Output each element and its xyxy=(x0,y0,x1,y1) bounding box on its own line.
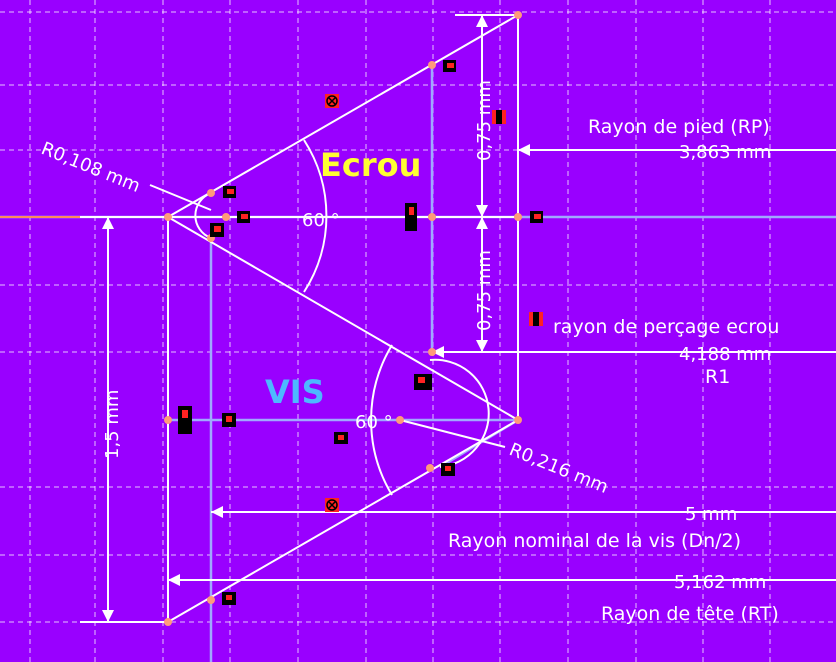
nominal-value[interactable]: 5 mm xyxy=(685,504,737,525)
ecrou-label: Ecrou xyxy=(320,146,421,184)
constraint-markers[interactable] xyxy=(178,60,543,605)
sketch-points[interactable] xyxy=(164,11,522,626)
constraint-marker-icon[interactable] xyxy=(210,223,224,237)
r1-value[interactable]: 4,188 mm xyxy=(679,344,771,365)
vis-label: VIS xyxy=(265,373,325,411)
thread-profile[interactable] xyxy=(167,14,519,623)
rp-value[interactable]: 3,863 mm xyxy=(679,142,771,163)
pitch-half-bottom-label[interactable]: 0,75 mm xyxy=(474,250,495,331)
constraint-marker-icon[interactable] xyxy=(443,60,456,72)
constraint-marker-icon[interactable] xyxy=(222,413,236,427)
height-label[interactable]: 1,5 mm xyxy=(102,390,123,459)
constraint-marker-icon[interactable] xyxy=(529,312,543,326)
constraint-marker-icon[interactable] xyxy=(178,406,192,434)
fixed-point-icon[interactable] xyxy=(325,94,339,108)
constraint-marker-icon[interactable] xyxy=(222,592,236,605)
rp-title: Rayon de pied (RP) xyxy=(588,116,770,138)
radius-bottom-label[interactable]: R0,216 mm xyxy=(506,439,611,498)
constraint-marker-icon[interactable] xyxy=(223,186,236,198)
r1-name: R1 xyxy=(705,366,730,388)
radius-top-label[interactable]: R0,108 mm xyxy=(38,138,143,197)
constraint-marker-icon[interactable] xyxy=(414,374,432,390)
constraint-marker-icon[interactable] xyxy=(530,211,543,223)
rt-value[interactable]: 5,162 mm xyxy=(674,572,766,593)
constraint-marker-icon[interactable] xyxy=(405,203,417,231)
nominal-title: Rayon nominal de la vis (Dn/2) xyxy=(448,530,741,552)
pitch-half-top-label[interactable]: 0,75 mm xyxy=(474,80,495,161)
r1-title: rayon de perçage ecrou xyxy=(553,316,779,338)
dimension-lines[interactable] xyxy=(80,14,836,623)
fixed-point-icon[interactable] xyxy=(325,498,339,512)
constraint-marker-icon[interactable] xyxy=(441,463,455,476)
rt-title: Rayon de tête (RT) xyxy=(601,603,779,625)
angle-top-label[interactable]: 60 ° xyxy=(302,210,340,231)
constraint-marker-icon[interactable] xyxy=(237,211,250,223)
constraint-marker-icon[interactable] xyxy=(492,110,506,124)
angle-bottom-label[interactable]: 60 ° xyxy=(355,412,393,433)
constraint-marker-icon[interactable] xyxy=(334,432,348,444)
